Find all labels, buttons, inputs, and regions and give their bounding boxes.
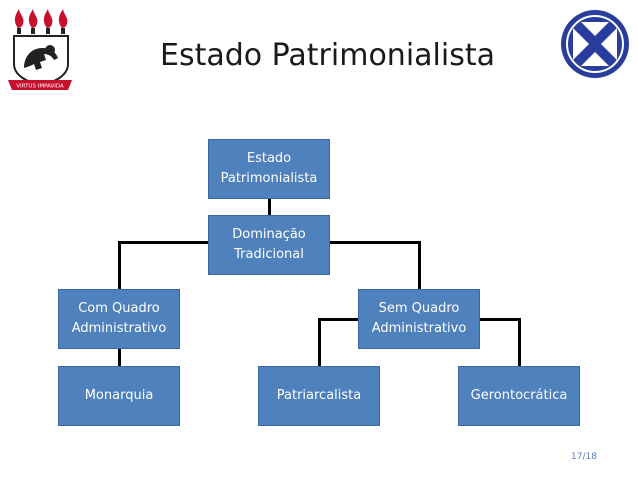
node-dominacao-line1: Dominação xyxy=(232,227,306,242)
node-sem-quadro-administrativo: Sem Quadro Administrativo xyxy=(358,289,480,349)
node-patriarcalista-label: Patriarcalista xyxy=(276,388,362,403)
connector-com-to-monarquia xyxy=(118,349,121,366)
node-gerontocratica-label: Gerontocrática xyxy=(470,388,568,403)
node-monarquia-label: Monarquia xyxy=(84,388,154,403)
node-com-quadro-line2: Administrativo xyxy=(71,321,167,336)
university-crest-logo: VIRTUS IMPAVIDA xyxy=(8,9,72,90)
node-com-quadro-administrativo: Com Quadro Administrativo xyxy=(58,289,180,349)
institution-x-logo xyxy=(561,10,629,78)
node-root-line1: Estado xyxy=(246,151,292,166)
node-sem-quadro-line2: Administrativo xyxy=(371,321,467,336)
slide-title: Estado Patrimonialista xyxy=(160,38,495,73)
node-sem-quadro-line1: Sem Quadro xyxy=(378,301,460,316)
node-monarquia: Monarquia xyxy=(58,366,180,426)
node-dominacao-tradicional: Dominação Tradicional xyxy=(208,215,330,275)
connector-to-sem-quadro xyxy=(418,241,421,289)
connector-to-gerontocratica xyxy=(518,318,521,366)
node-patriarcalista: Patriarcalista xyxy=(258,366,380,426)
crest-banner-text: VIRTUS IMPAVIDA xyxy=(16,84,64,90)
node-gerontocratica: Gerontocrática xyxy=(458,366,580,426)
connector-to-patriarcalista xyxy=(318,318,321,366)
node-dominacao-line2: Tradicional xyxy=(234,247,304,262)
connector-to-com-quadro xyxy=(118,241,121,289)
node-com-quadro-line1: Com Quadro xyxy=(78,301,160,316)
page-number: 17/18 xyxy=(571,452,597,462)
node-root-line2: Patrimonialista xyxy=(220,171,318,186)
connector-root-to-dominacao xyxy=(268,199,271,215)
node-estado-patrimonialista: Estado Patrimonialista xyxy=(208,139,330,199)
